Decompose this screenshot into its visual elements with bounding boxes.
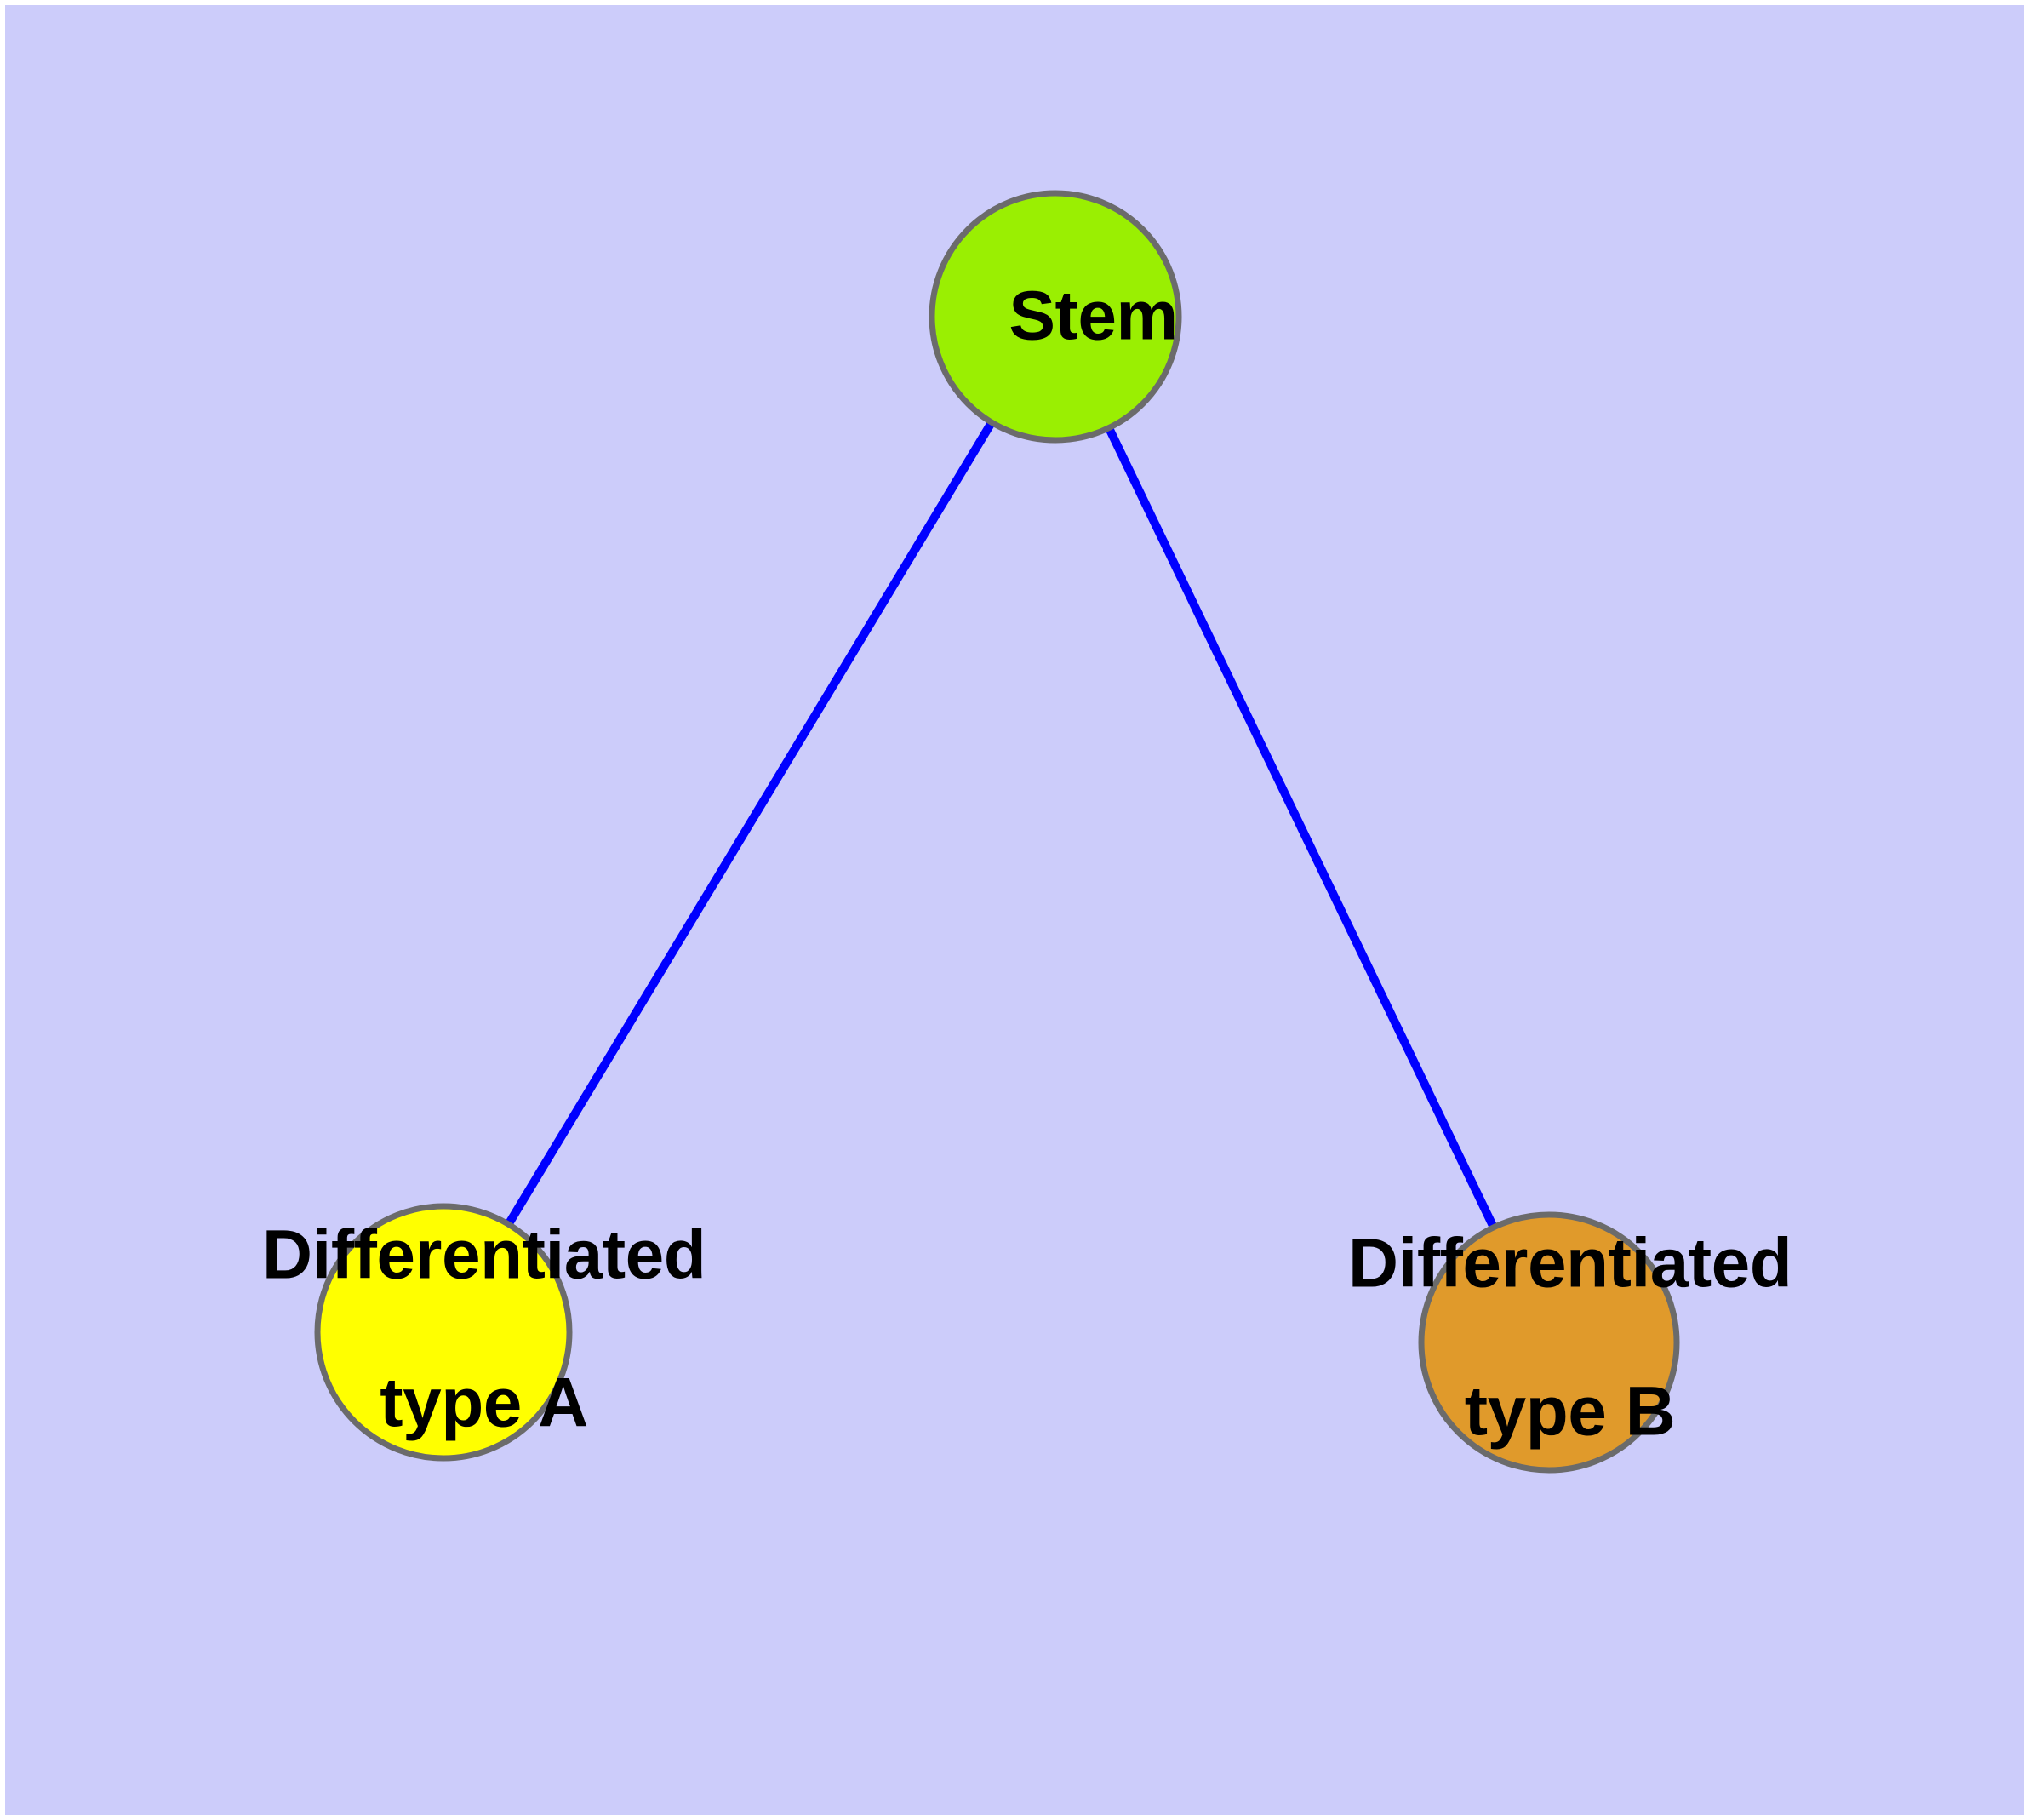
node-differentiated-type-b-circle[interactable] <box>1418 1211 1680 1474</box>
node-layer <box>314 190 1680 1474</box>
edge-stem-to-differentiated-type-a[interactable] <box>439 314 1060 1335</box>
edge-stem-to-differentiated-type-b[interactable] <box>1051 314 1553 1345</box>
node-differentiated-type-a-circle[interactable] <box>314 1203 573 1462</box>
node-stem-circle[interactable] <box>929 190 1182 444</box>
edge-layer <box>439 314 1553 1345</box>
